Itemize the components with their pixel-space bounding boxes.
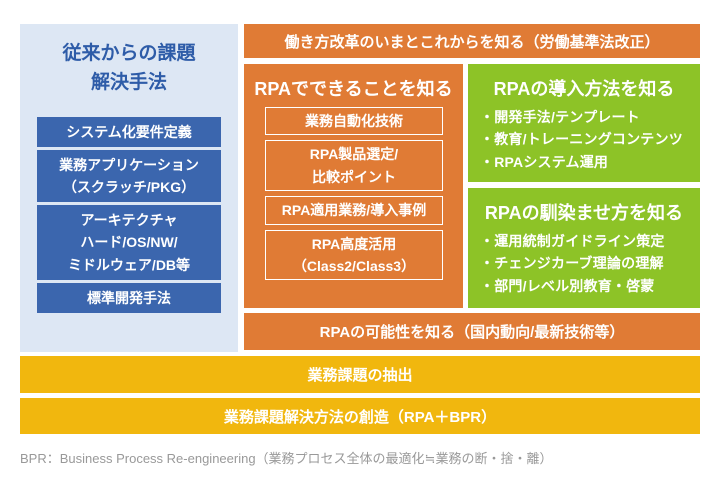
legacy-panel-title: 従来からの課題 解決手法 [62,43,196,94]
capability-item-use-cases: RPA適用業務/導入事例 [265,196,443,225]
task-extraction-bar: 業務課題の抽出 [20,356,700,393]
familiarization-bullet-change-curve: ・チェンジカーブ理論の理解 [480,255,664,272]
rpa-familiarization-box: RPAの馴染ませ方を知る ・運用統制ガイドライン策定 ・チェンジカーブ理論の理解… [468,188,700,308]
legacy-item-system-requirements: システム化要件定義 [37,117,221,148]
rpa-capabilities-title: RPAでできることを知る [254,79,453,99]
rpa-possibility-bar: RPAの可能性を知る（国内動向/最新技術等） [244,313,700,350]
rpa-adoption-bullet-list: ・開発手法/テンプレート ・教育/トレーニングコンテンツ ・RPAシステム運用 [468,106,700,173]
capability-item-advanced-usage: RPA高度活用 （Class2/Class3） [265,229,443,281]
adoption-bullet-training-content: ・教育/トレーニングコンテンツ [480,131,683,148]
legacy-item-list: システム化要件定義 業務アプリケーション （スクラッチ/PKG） アーキテクチャ… [37,117,221,313]
adoption-bullet-system-operation: ・RPAシステム運用 [480,153,609,170]
familiarization-bullet-governance: ・運用統制ガイドライン策定 [480,233,665,249]
legacy-item-standard-dev-method: 標準開発手法 [37,282,221,313]
familiarization-bullet-education: ・部門/レベル別教育・啓蒙 [480,277,655,294]
legacy-item-business-application: 業務アプリケーション （スクラッチ/PKG） [37,150,221,203]
rpa-familiarization-title: RPAの馴染ませ方を知る [484,203,684,223]
rpa-adoption-box: RPAの導入方法を知る ・開発手法/テンプレート ・教育/トレーニングコンテンツ… [468,64,700,182]
work-style-reform-bar: 働き方改革のいまとこれからを知る（労働基準法改正） [244,24,700,58]
adoption-bullet-dev-template: ・開発手法/テンプレート [480,109,640,125]
capability-item-product-selection: RPA製品選定/ 比較ポイント [265,140,443,192]
rpa-capabilities-list: 業務自動化技術 RPA製品選定/ 比較ポイント RPA適用業務/導入事例 RPA… [265,107,443,281]
task-solution-bar: 業務課題解決方法の創造（RPA＋BPR） [20,398,700,434]
legacy-solutions-panel: 従来からの課題 解決手法 システム化要件定義 業務アプリケーション （スクラッチ… [20,24,238,352]
rpa-adoption-title: RPAの導入方法を知る [493,79,675,99]
rpa-capabilities-box: RPAでできることを知る 業務自動化技術 RPA製品選定/ 比較ポイント RPA… [244,64,463,308]
legacy-item-architecture: アーキテクチャ ハード/OS/NW/ ミドルウェア/DB等 [37,205,221,280]
capability-item-automation-tech: 業務自動化技術 [265,107,443,136]
bpr-footnote: BPR：Business Process Re-engineering（業務プロ… [20,451,553,466]
rpa-familiarization-bullet-list: ・運用統制ガイドライン策定 ・チェンジカーブ理論の理解 ・部門/レベル別教育・啓… [468,230,700,297]
